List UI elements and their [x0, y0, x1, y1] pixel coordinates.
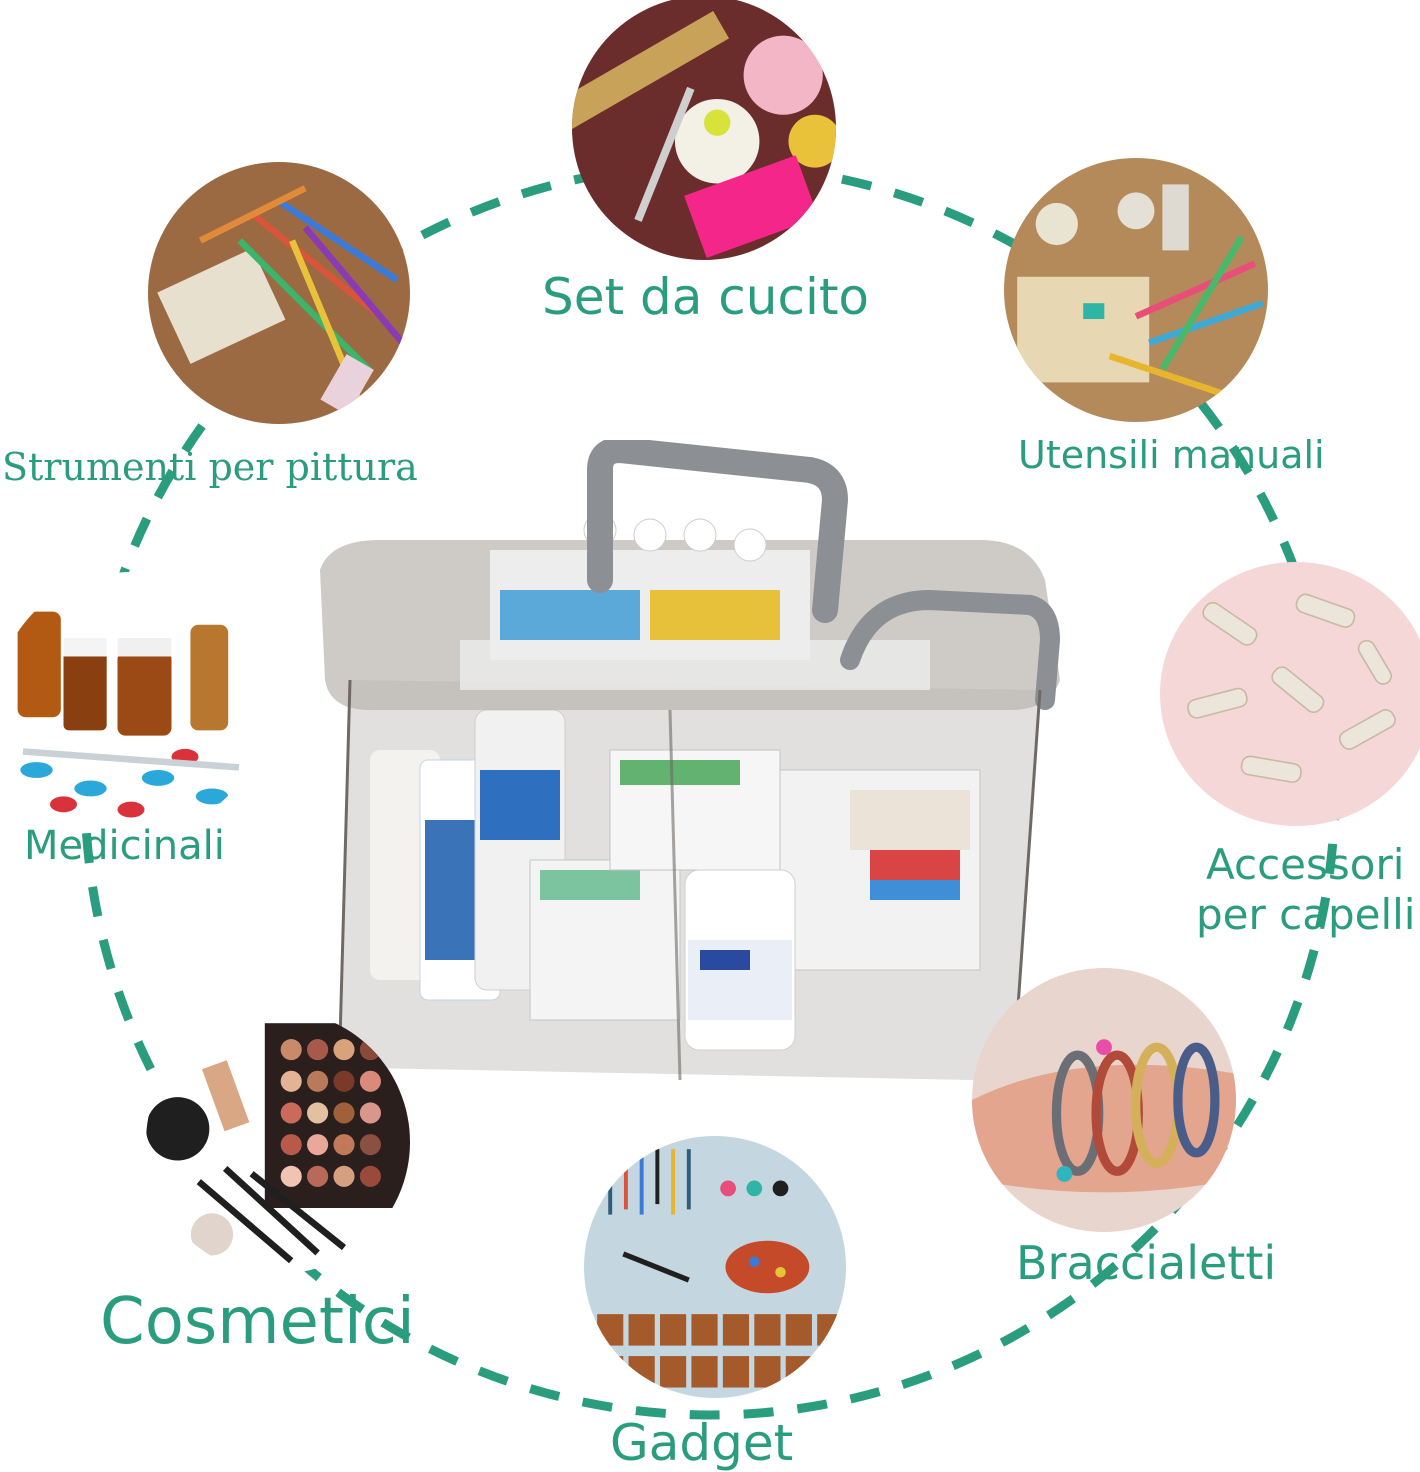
storage-box-image	[320, 440, 1061, 1081]
photo-pearl-hair-clips	[1160, 562, 1420, 826]
label-braccialetti: Braccialetti	[1016, 1236, 1277, 1290]
label-accessori-line2: per capelli	[1196, 890, 1416, 939]
label-gadget: Gadget	[610, 1414, 794, 1472]
photo-painting-supplies	[148, 162, 410, 424]
photo-makeup	[146, 1010, 410, 1274]
photo-bracelets	[972, 968, 1236, 1232]
photo-craft-tools	[1004, 158, 1268, 422]
photo-sewing-supplies	[572, 0, 836, 260]
photo-medicine-bottles	[0, 572, 266, 836]
label-utensili-manuali: Utensili manuali	[1018, 433, 1325, 477]
label-medicinali: Medicinali	[24, 823, 225, 869]
label-accessori-line1: Accessori	[1206, 840, 1405, 889]
label-set-da-cucito: Set da cucito	[542, 268, 870, 326]
label-strumenti-per-pittura: Strumenti per pittura	[2, 445, 418, 489]
photo-letter-stamps	[584, 1136, 846, 1398]
label-cosmetici: Cosmetici	[100, 1285, 415, 1359]
